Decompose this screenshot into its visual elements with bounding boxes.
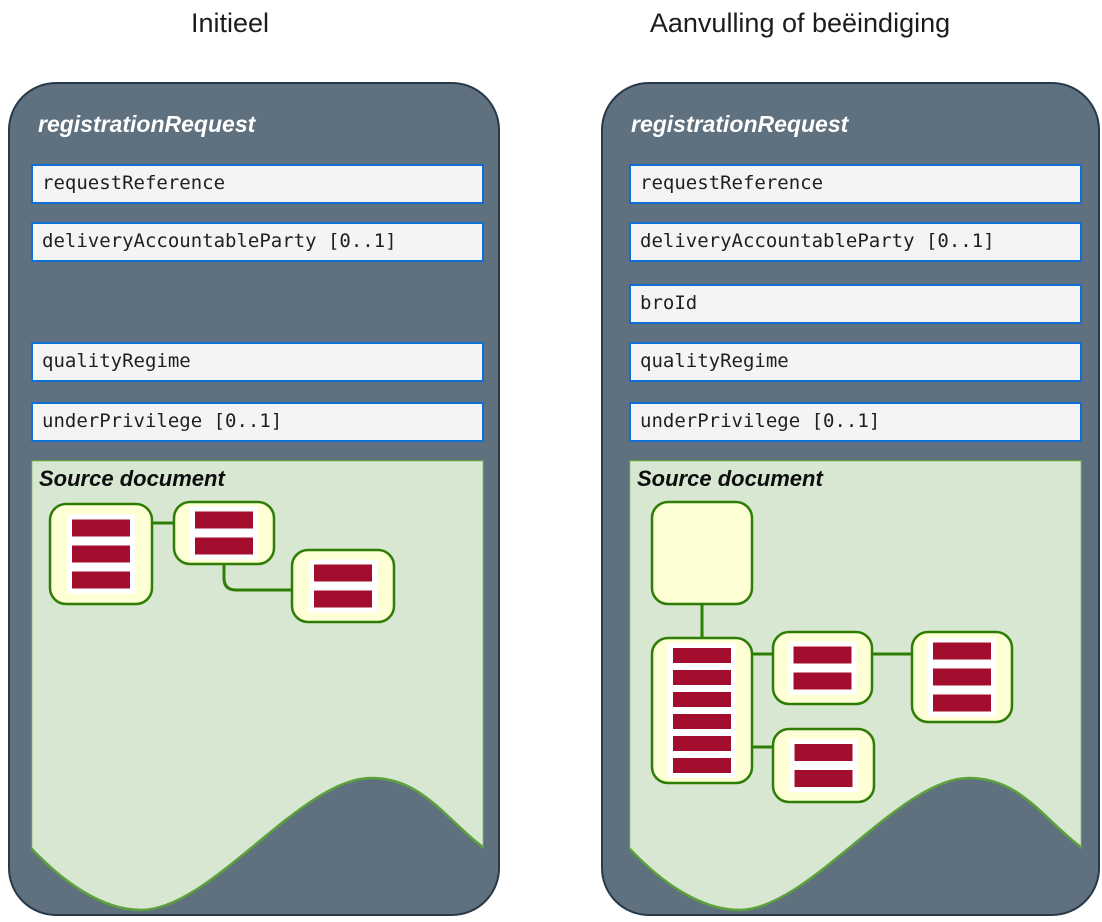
panel-title-registration-request: registrationRequest: [38, 111, 256, 137]
field-quality-regime: qualityRegime: [31, 342, 484, 382]
panel-initieel: registrationRequest requestReference del…: [8, 82, 500, 916]
field-quality-regime: qualityRegime: [629, 342, 1082, 382]
column-heading-initieel: Initieel: [190, 8, 270, 38]
source-document-label: Source document: [39, 466, 225, 491]
source-document-figure: [629, 460, 1082, 912]
field-request-reference: requestReference: [629, 164, 1082, 204]
field-bro-id: broId: [629, 284, 1082, 324]
source-document-area: Source document: [31, 460, 484, 915]
source-document-label: Source document: [637, 466, 823, 491]
field-request-reference: requestReference: [31, 164, 484, 204]
field-delivery-accountable-party: deliveryAccountableParty [0..1]: [629, 222, 1082, 262]
field-under-privilege: underPrivilege [0..1]: [31, 402, 484, 442]
field-delivery-accountable-party: deliveryAccountableParty [0..1]: [31, 222, 484, 262]
panel-title-registration-request: registrationRequest: [631, 111, 849, 137]
field-under-privilege: underPrivilege [0..1]: [629, 402, 1082, 442]
panel-aanvulling: registrationRequest requestReference del…: [601, 82, 1100, 916]
source-document-area: Source document: [629, 460, 1082, 915]
source-document-figure: [31, 460, 484, 912]
column-heading-aanvulling: Aanvulling of beëindiging: [649, 8, 951, 38]
